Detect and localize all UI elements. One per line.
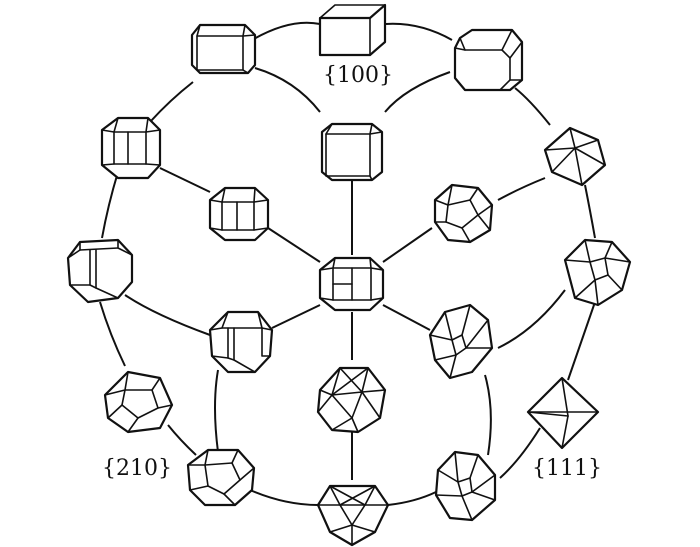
label-dodecahedron-210: {210}	[102, 456, 172, 481]
edge-outer-top-right	[385, 22, 453, 41]
edge-outer-right-2	[584, 184, 596, 239]
edge-inner-left-1	[159, 167, 211, 193]
crystal-truncated-cube-top-left	[190, 23, 257, 75]
edge-outer-left-3	[99, 301, 126, 367]
crystal-center-mixed	[318, 256, 385, 312]
edge-outer-left-4	[167, 424, 197, 456]
edge-inner-right-3	[484, 374, 492, 456]
crystal-octahedron-pyritohedron-inner	[428, 303, 494, 380]
connection-edges	[99, 21, 596, 506]
crystal-octahedron-pyritohedron-bottom	[434, 450, 497, 522]
crystal-corner-truncated-cube	[453, 28, 524, 92]
label-cube-100: {100}	[323, 63, 393, 88]
edge-outer-right-4	[499, 427, 541, 479]
crystal-cube-pyritohedron-inner-upper	[208, 186, 270, 242]
edge-inner-right-1	[497, 177, 546, 201]
edge-spoke-lower-right	[382, 304, 431, 331]
crystal-cuboctahedron-right-upper	[543, 126, 607, 187]
edge-outer-bottom-right	[387, 491, 437, 506]
crystal-icosahedron	[316, 484, 390, 547]
crystal-cube-pyritohedron-left-upper	[100, 116, 162, 180]
edge-outer-left-1	[149, 81, 194, 123]
crystal-octahedron-cube-inner	[433, 183, 494, 244]
edge-outer-top-left	[251, 21, 321, 41]
crystal-octahedron	[526, 376, 600, 450]
edge-outer-left-2	[101, 171, 119, 239]
crystal-pyritohedron	[103, 370, 174, 434]
edge-inner-left-3	[214, 369, 219, 453]
edge-inner-top-right	[384, 71, 451, 113]
crystal-octahedron-cube-right	[563, 238, 632, 307]
edge-inner-left-2	[124, 294, 211, 336]
crystal-pyritohedron-cube-inner	[208, 310, 274, 374]
label-octahedron-111: {111}	[532, 456, 602, 481]
crystal-pyritohedron-octahedron-bottom	[186, 448, 256, 507]
edge-spoke-upper-left	[267, 227, 321, 263]
crystal-cube	[318, 3, 387, 57]
crystal-icosahedral-center	[316, 366, 387, 434]
edge-outer-bottom-left	[249, 489, 319, 506]
crystal-truncated-cube-center-top	[320, 122, 384, 182]
edge-outer-right-1	[514, 87, 551, 126]
edge-spoke-lower-left	[271, 304, 321, 329]
edge-inner-right-2	[497, 289, 566, 349]
edge-outer-right-3	[567, 301, 596, 381]
edge-inner-top-left	[254, 67, 321, 113]
edge-spoke-upper-right	[382, 227, 433, 263]
crystal-pyritohedron-cube-left	[66, 238, 134, 304]
